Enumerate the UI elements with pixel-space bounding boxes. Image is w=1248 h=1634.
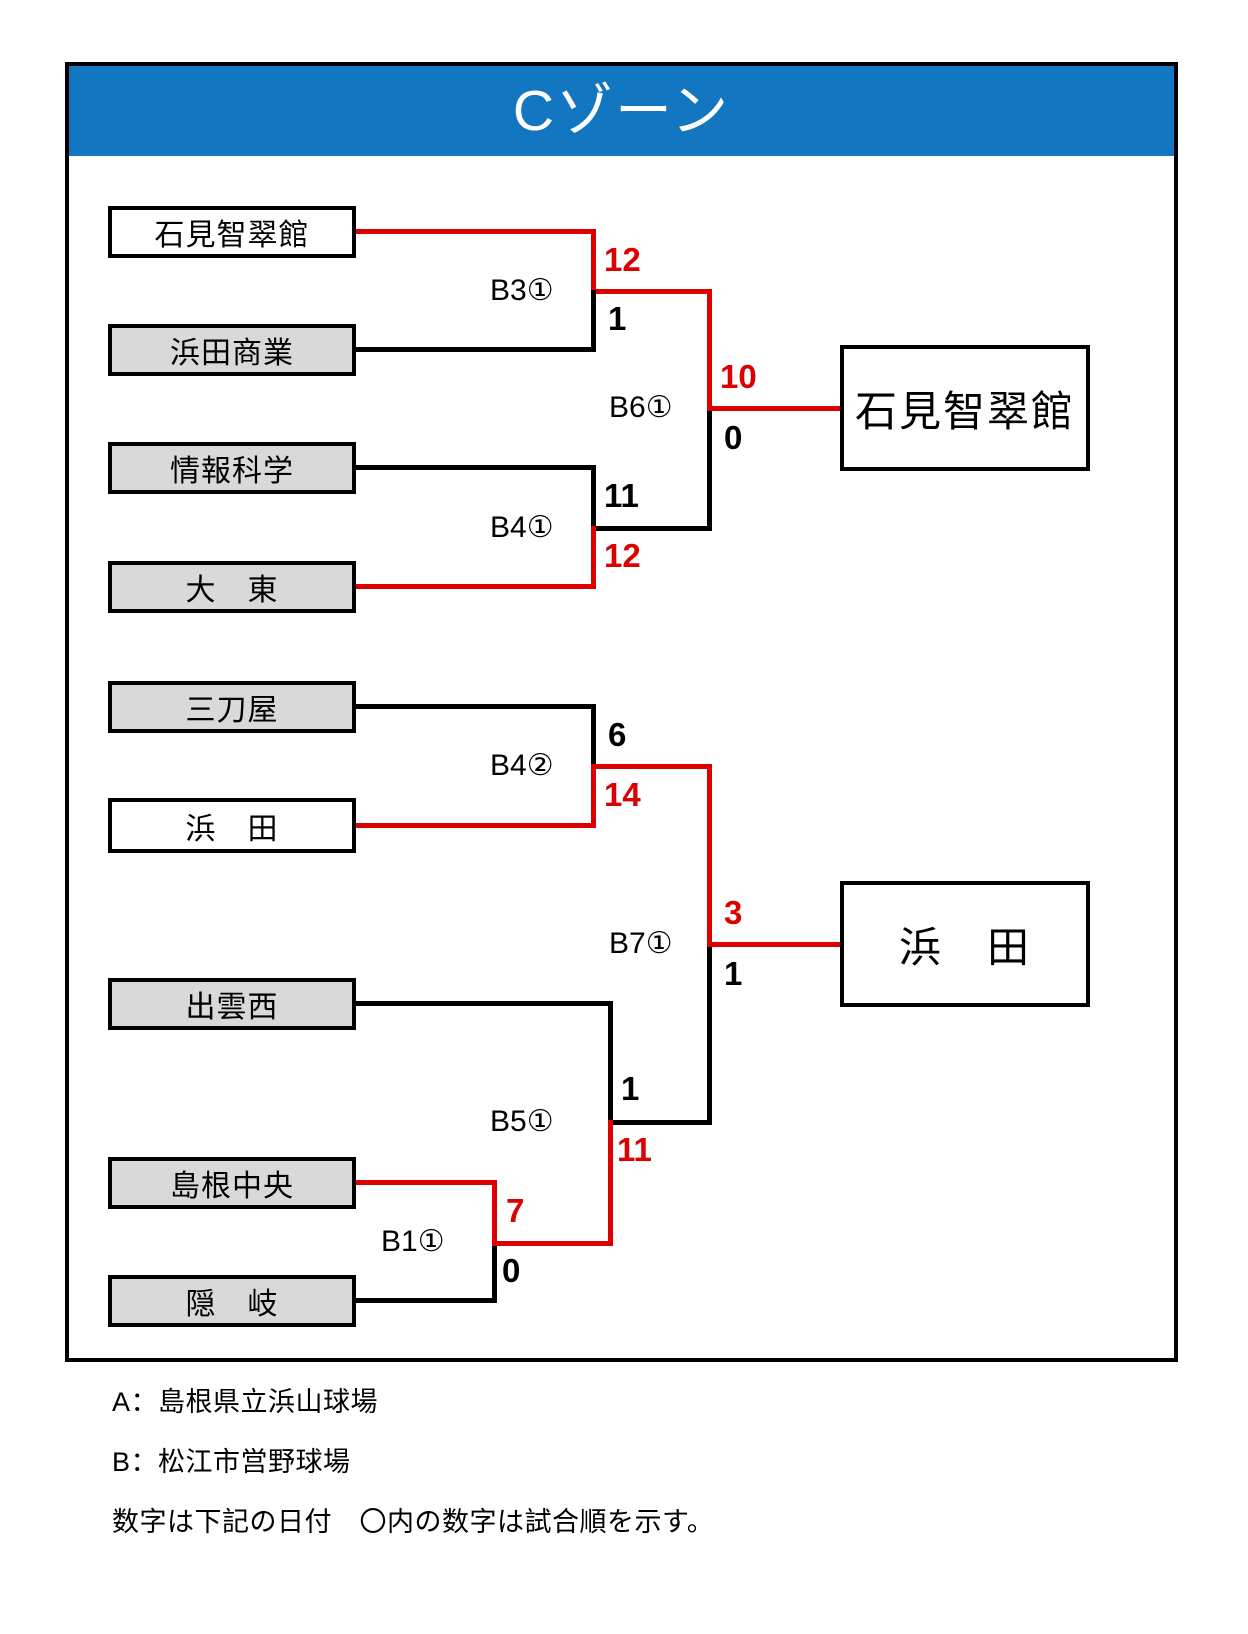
score-b1-bottom: 0	[502, 1252, 521, 1289]
page-title: Cゾーン	[512, 78, 731, 143]
match-label-b3-1: B3①	[490, 274, 554, 307]
connector-b4-1-top-vertical	[591, 465, 596, 528]
score-b4-1-top: 11	[604, 477, 639, 514]
connector-b5-top-horizontal	[356, 1001, 613, 1006]
connector-b4-1-bottom-vertical	[591, 526, 596, 589]
connector-b6-top-vertical	[707, 289, 712, 408]
score-b1-top: 7	[506, 1192, 525, 1229]
connector-b7-winner-out	[707, 942, 877, 947]
team-box-hamada-shogyo[interactable]: 浜田商業	[108, 324, 356, 376]
connector-b1-bottom-horizontal	[356, 1298, 497, 1303]
score-b5-bottom: 11	[617, 1131, 652, 1168]
connector-b4-2-top-horizontal	[356, 704, 596, 709]
winner-box-upper[interactable]: 石見智翠館	[840, 345, 1090, 471]
connector-b5-bottom-vertical	[608, 1120, 613, 1246]
connector-b6-winner-out	[707, 406, 877, 411]
connector-b7-bottom-horizontal	[613, 1120, 712, 1125]
score-b4-2-bottom: 14	[604, 776, 641, 813]
connector-b1-top-horizontal	[356, 1180, 497, 1185]
legend-line-notation: 数字は下記の日付 〇内の数字は試合順を示す。	[112, 1507, 715, 1537]
connector-b4-1-bottom-horizontal	[356, 584, 596, 589]
winner-box-lower[interactable]: 浜 田	[840, 881, 1090, 1007]
match-label-b6-1: B6①	[609, 391, 673, 424]
team-box-joho-kagaku[interactable]: 情報科学	[108, 442, 356, 494]
team-box-mitoya[interactable]: 三刀屋	[108, 681, 356, 733]
connector-b6-top-horizontal	[596, 289, 712, 294]
team-box-daito[interactable]: 大 東	[108, 561, 356, 613]
score-b7-bottom: 1	[724, 955, 743, 992]
connector-b3-bottom-vertical	[591, 290, 596, 352]
connector-b1-bottom-vertical	[492, 1241, 497, 1303]
score-b6-top: 10	[720, 358, 757, 395]
connector-b3-top-vertical	[591, 229, 596, 292]
score-b5-top: 1	[621, 1070, 640, 1107]
connector-b5-top-vertical	[608, 1001, 613, 1122]
connector-b7-bottom-vertical	[707, 942, 712, 1125]
connector-b4-2-top-vertical	[591, 704, 596, 766]
connector-b7-top-horizontal	[596, 764, 712, 769]
connector-b3-bottom-horizontal	[356, 347, 596, 352]
connector-b7-top-vertical	[707, 764, 712, 944]
score-b6-bottom: 0	[724, 419, 743, 456]
team-box-shimane-chuo[interactable]: 島根中央	[108, 1157, 356, 1209]
score-b3-bottom: 1	[608, 300, 627, 337]
match-label-b4-1: B4①	[490, 511, 554, 544]
match-label-b1-1: B1①	[381, 1225, 445, 1258]
connector-b4-1-top-horizontal	[356, 465, 596, 470]
score-b4-1-bottom: 12	[604, 537, 641, 574]
team-box-hamada[interactable]: 浜 田	[108, 798, 356, 853]
connector-b5-bottom-horizontal	[492, 1241, 613, 1246]
legend-line-venue-b: B：松江市営野球場	[112, 1447, 351, 1477]
connector-b4-2-bottom-vertical	[591, 764, 596, 828]
score-b7-top: 3	[724, 894, 743, 931]
match-label-b7-1: B7①	[609, 927, 673, 960]
team-box-ishimi-chisuikan[interactable]: 石見智翠館	[108, 206, 356, 258]
connector-b4-2-bottom-horizontal	[356, 823, 596, 828]
connector-b6-bottom-vertical	[707, 406, 712, 531]
match-label-b5-1: B5①	[490, 1105, 554, 1138]
connector-b3-top-horizontal	[356, 229, 596, 234]
connector-b6-bottom-horizontal	[596, 526, 712, 531]
zone-header-banner: Cゾーン	[69, 66, 1174, 156]
legend-line-venue-a: A：島根県立浜山球場	[112, 1387, 379, 1417]
match-label-b4-2: B4②	[490, 749, 554, 782]
team-box-oki[interactable]: 隠 岐	[108, 1275, 356, 1327]
team-box-izumo-nishi[interactable]: 出雲西	[108, 978, 356, 1030]
score-b3-top: 12	[604, 241, 641, 278]
connector-b1-top-vertical	[492, 1180, 497, 1243]
score-b4-2-top: 6	[608, 716, 627, 753]
